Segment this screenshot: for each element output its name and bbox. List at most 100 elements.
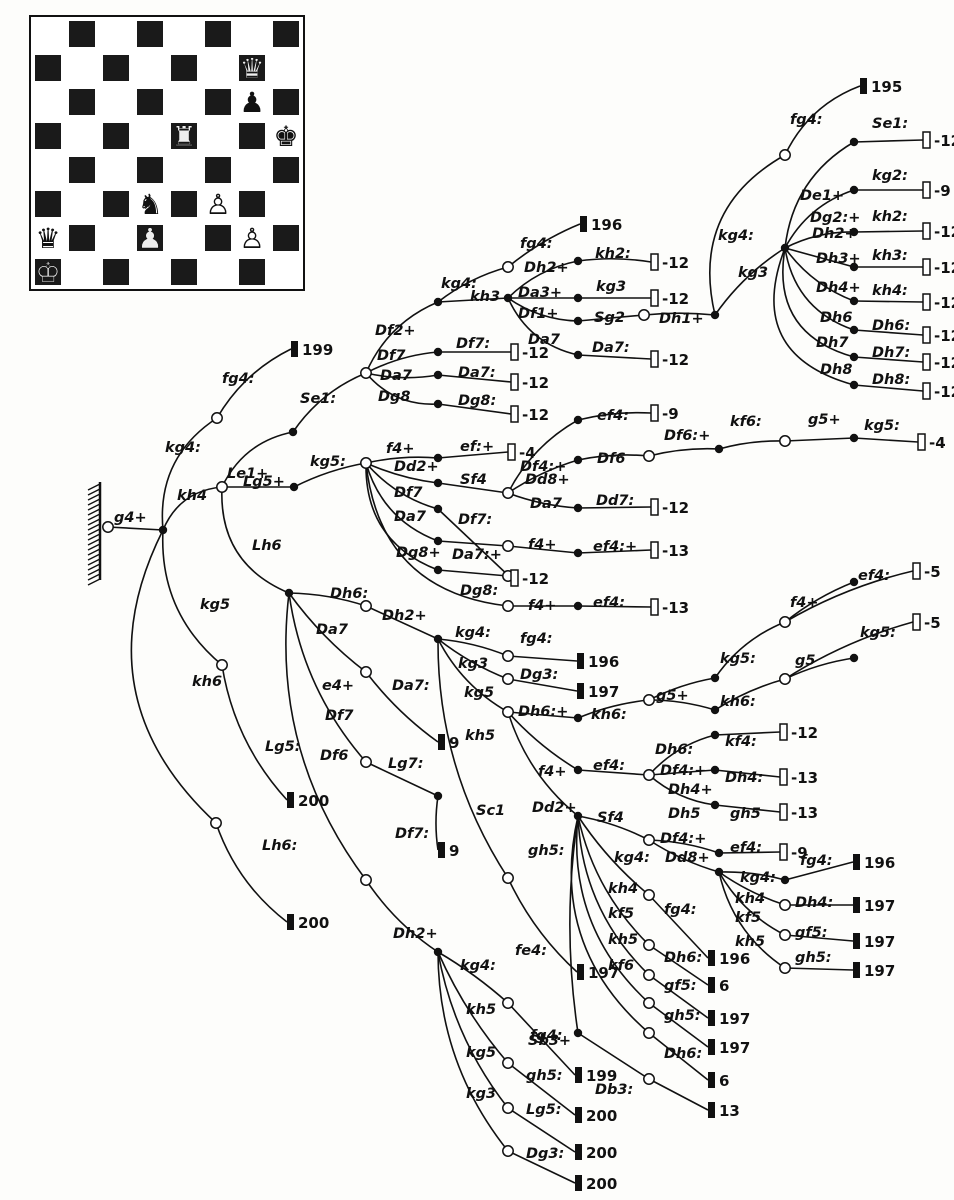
open-node <box>643 450 655 462</box>
open-terminal-icon <box>510 569 519 587</box>
move-label: Df7: <box>456 336 490 352</box>
move-label: Dh7 <box>816 335 849 351</box>
move-label: Df7: <box>395 826 429 842</box>
result-value: 9 <box>449 734 459 752</box>
move-label: Dh1+ <box>659 311 704 327</box>
filled-terminal-icon <box>853 854 860 870</box>
move-label: gh5: <box>664 1008 701 1024</box>
move-label: f4+ <box>790 595 819 611</box>
move-label: Da7 <box>394 509 427 525</box>
filled-terminal-icon <box>575 1067 582 1083</box>
dark-square <box>239 191 265 217</box>
move-label: Df1+ <box>518 306 559 322</box>
move-label: Dg8: <box>460 583 498 599</box>
open-terminal-icon <box>507 443 516 461</box>
tree-edge <box>507 711 579 817</box>
leaf-result: -5 <box>912 613 941 632</box>
filled-node <box>714 867 724 877</box>
move-label: ef:+ <box>460 439 494 455</box>
open-node <box>210 817 222 829</box>
leaf-result: 197 <box>853 962 895 980</box>
filled-node <box>710 800 720 810</box>
filled-terminal-icon <box>853 962 860 978</box>
leaf-result: -13 <box>779 803 818 822</box>
move-label: Dh6: <box>330 586 368 602</box>
tree-edge <box>643 312 716 316</box>
filled-terminal-icon <box>580 216 587 232</box>
filled-node <box>849 296 859 306</box>
tree-edge <box>648 447 720 457</box>
tree-edge <box>714 804 781 813</box>
dark-square <box>103 55 129 81</box>
filled-node <box>288 427 298 437</box>
move-label: Dh6: <box>872 318 910 334</box>
filled-node <box>849 433 859 443</box>
result-value: 195 <box>871 78 902 96</box>
move-label: Dh2+ <box>382 608 427 624</box>
move-label: Se1: <box>300 391 336 407</box>
filled-node <box>573 415 583 425</box>
dark-square <box>103 191 129 217</box>
result-value: 196 <box>719 950 750 968</box>
filled-node <box>780 875 790 885</box>
filled-node <box>714 444 724 454</box>
open-node <box>360 874 372 886</box>
leaf-result: -13 <box>650 541 689 560</box>
move-label: Lg5+ <box>243 474 285 490</box>
result-value: 197 <box>864 962 895 980</box>
result-value: -12 <box>791 724 818 742</box>
move-label: Dh6:+ <box>518 704 568 720</box>
dark-square <box>69 89 95 115</box>
filled-terminal-icon <box>577 964 584 980</box>
tree-edge <box>648 699 716 711</box>
move-label: g5 <box>795 653 815 669</box>
leaf-result: 197 <box>577 964 619 982</box>
tree-edge <box>292 372 367 433</box>
open-node <box>643 939 655 951</box>
open-node <box>211 412 223 424</box>
move-label: gh5: <box>528 843 565 859</box>
move-label: e4+ <box>322 678 354 694</box>
tree-edge <box>853 384 924 392</box>
filled-node <box>573 350 583 360</box>
filled-node <box>433 634 443 644</box>
open-node <box>502 1057 514 1069</box>
move-label: fg4: <box>790 112 823 128</box>
open-terminal-icon <box>510 405 519 423</box>
filled-terminal-icon <box>438 734 445 750</box>
tree-edge <box>437 951 509 1064</box>
move-label: kh5 <box>608 932 638 948</box>
tree-edge <box>718 871 786 969</box>
move-label: kg5 <box>466 1045 496 1061</box>
move-label: ef4: <box>597 408 629 424</box>
move-label: Df7 <box>377 348 406 364</box>
tree-edge <box>718 871 786 936</box>
tree-edge <box>853 356 924 363</box>
filled-node <box>710 673 720 683</box>
move-label: kh6: <box>591 707 627 723</box>
tree-edge <box>577 454 650 461</box>
tree-edge <box>577 314 645 322</box>
filled-node <box>433 347 443 357</box>
move-label: Da7 <box>528 332 561 348</box>
filled-node <box>780 243 790 253</box>
move-label: kh5 <box>735 934 765 950</box>
tree-edge <box>648 1002 709 1048</box>
tree-edge <box>162 486 223 531</box>
filled-node <box>433 536 443 546</box>
open-node <box>643 1027 655 1039</box>
open-node <box>643 889 655 901</box>
move-label: Dd8+ <box>665 850 710 866</box>
tree-edge <box>773 247 855 386</box>
tree-edge <box>437 482 509 494</box>
result-value: 197 <box>864 897 895 915</box>
leaf-result: -12 <box>922 293 954 312</box>
leaf-result: 197 <box>708 1010 750 1028</box>
move-label: Dh2+ <box>524 260 569 276</box>
leaf-result: -13 <box>650 598 689 617</box>
leaf-result: -12 <box>922 382 954 401</box>
leaf-result: 13 <box>708 1102 740 1120</box>
tree-edge <box>648 769 716 776</box>
white-pawn-icon: ♙ <box>205 188 230 221</box>
move-label: Dh2+ <box>393 926 438 942</box>
